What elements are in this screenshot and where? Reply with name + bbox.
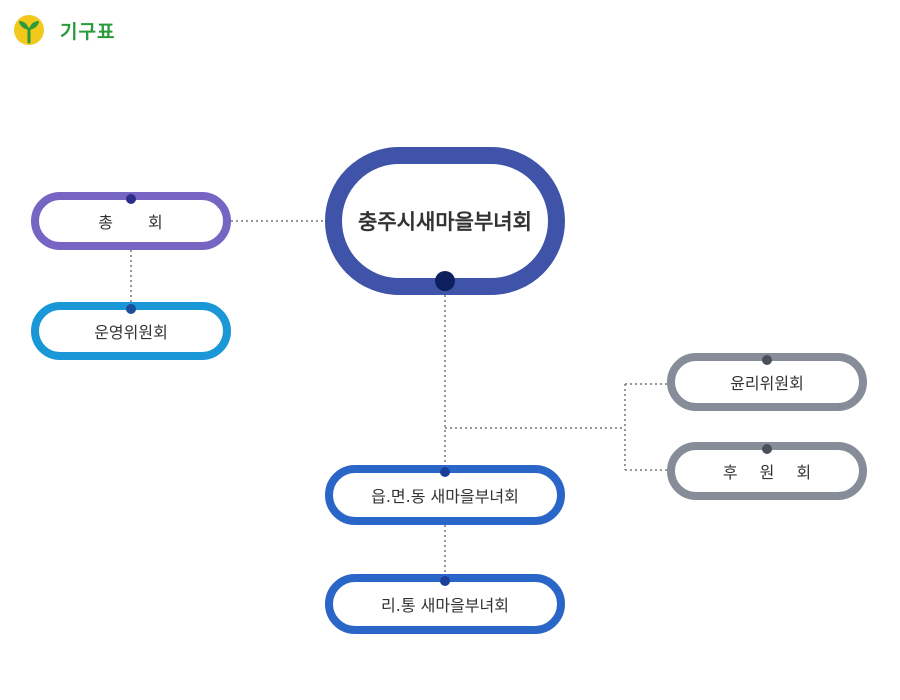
node-central-association[interactable]: 충주시새마을부녀회 bbox=[325, 147, 565, 295]
node-general-label-1: 총 bbox=[98, 213, 114, 232]
node-town-branch[interactable]: 읍.면.동 새마을부녀회 bbox=[325, 465, 565, 525]
saemaul-logo-icon bbox=[14, 15, 44, 45]
node-steering-committee[interactable]: 운영위원회 bbox=[31, 302, 231, 360]
node-general-dot bbox=[126, 194, 136, 204]
page-header: 기구표 bbox=[14, 14, 115, 46]
node-support-label-1: 후 bbox=[722, 463, 738, 482]
node-town-dot bbox=[440, 467, 450, 477]
node-central-dot bbox=[435, 271, 455, 291]
node-support-label-3: 회 bbox=[796, 463, 812, 482]
node-general-assembly[interactable]: 총 회 bbox=[31, 192, 231, 250]
page-title: 기구표 bbox=[60, 20, 116, 43]
node-support-label-2: 원 bbox=[759, 463, 775, 482]
node-support-dot bbox=[762, 444, 772, 454]
node-steering-dot bbox=[126, 304, 136, 314]
node-general-label-2: 회 bbox=[148, 213, 164, 232]
node-village-label: 리.통 새마을부녀회 bbox=[381, 596, 509, 615]
node-town-label: 읍.면.동 새마을부녀회 bbox=[371, 487, 519, 506]
node-ethics-committee[interactable]: 윤리위원회 bbox=[667, 353, 867, 411]
node-steering-label: 운영위원회 bbox=[94, 323, 168, 342]
node-supporters-association[interactable]: 후 원 회 bbox=[667, 442, 867, 500]
node-ethics-label: 윤리위원회 bbox=[730, 374, 804, 393]
node-village-dot bbox=[440, 576, 450, 586]
node-ethics-dot bbox=[762, 355, 772, 365]
node-village-branch[interactable]: 리.통 새마을부녀회 bbox=[325, 574, 565, 634]
node-central-label: 충주시새마을부녀회 bbox=[358, 210, 532, 234]
